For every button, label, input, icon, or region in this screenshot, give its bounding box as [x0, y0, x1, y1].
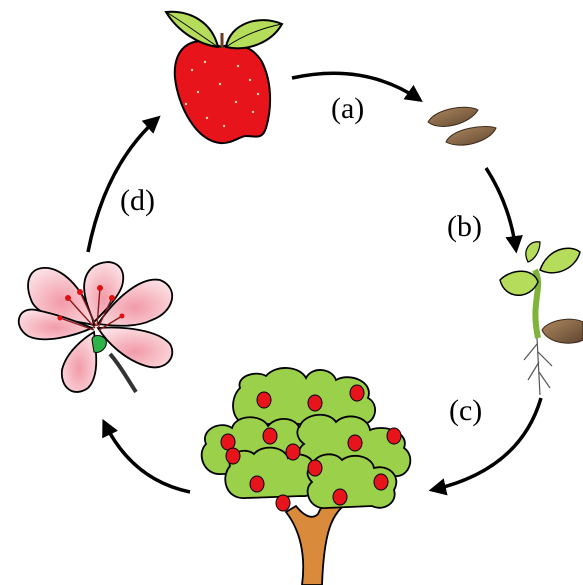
label-d: (d): [120, 184, 155, 217]
arrow-b: [484, 167, 523, 254]
apple-blossom-icon: [17, 261, 174, 394]
seedling-icon: [499, 241, 583, 396]
arrow-d: [86, 115, 161, 253]
label-c: (c): [449, 394, 483, 427]
label-a: (a): [331, 92, 365, 125]
cycle-arrows: [86, 71, 543, 496]
tree-apples: [220, 384, 402, 512]
seeds-icon: [427, 106, 497, 146]
label-b: (b): [447, 210, 482, 243]
arrow-c: [428, 397, 543, 496]
apple-tree-icon: [200, 367, 412, 585]
arrow-arrow-to-flower: [102, 418, 191, 494]
arrow-a: [291, 71, 423, 102]
apple-icon: [164, 10, 284, 145]
